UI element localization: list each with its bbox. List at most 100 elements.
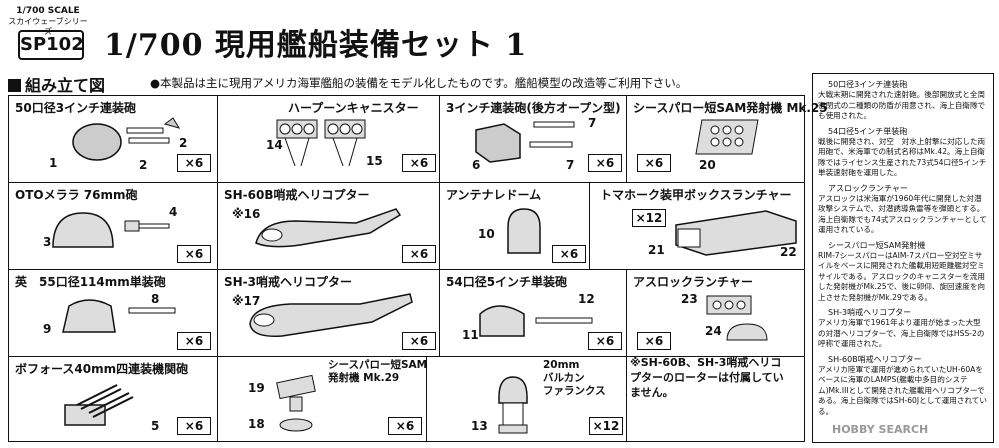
side-note-title: アスロックランチャー	[828, 183, 908, 193]
side-note-body: アメリカ海軍で1961年より運用が始まった大型の対潜ヘリコプターで、海上自衛隊で…	[818, 318, 985, 348]
side-note-body: アメリカ陸軍で運用が進められていたUH-60Aをベースに海軍のLAMPS(艦載中…	[818, 364, 987, 416]
part-number: 3	[43, 235, 52, 249]
assembly-grid: 50口径3インチ連装砲 1 2 2 ×6 ハープーンキャニスター 14 15 ×…	[8, 95, 828, 442]
sh3-helicopter-drawing	[249, 293, 413, 337]
side-note-title: 54口径5インチ単装砲	[828, 126, 908, 136]
cell-title: 英 55口径114mm単装砲	[15, 275, 166, 289]
side-note-body: 大戦末期に開発された速射砲。後部開放式と全周密閉式の二種類の防盾が用意され、海上…	[818, 90, 986, 120]
part-number: 21	[648, 243, 665, 257]
part-number: ※16	[232, 207, 261, 221]
cell-3inch-twin-gun: 50口径3インチ連装砲 1 2 2 ×6	[9, 96, 218, 183]
cell-radome: アンテナレドーム 10 ×6	[440, 183, 590, 270]
cell-asroc-launcher: アスロックランチャー 23 24 ×6	[627, 270, 804, 357]
cell-title: アスロックランチャー	[633, 275, 753, 289]
cell-phalanx-ciws: 20mm バルカン ファランクス 13 ×12	[427, 357, 627, 441]
5inch-gun-drawing	[479, 305, 593, 337]
bofors-drawing	[64, 384, 134, 426]
part-number: 15	[366, 154, 383, 168]
part-number: 2	[139, 158, 148, 172]
cell-3inch-open-gun: 3インチ連装砲(後方オープン型) 6 7 7 ×6	[440, 96, 627, 183]
cell-sea-sparrow-mk25: シースパロー短SAM発射機 Mk.25 ×6 20	[627, 96, 828, 183]
sh60b-helicopter-drawing	[255, 208, 402, 248]
cell-title: SH-60B哨戒ヘリコプター	[224, 188, 370, 202]
cell-114mm-gun: 英 55口径114mm単装砲 9 8 ×6	[9, 270, 218, 357]
cell-title: 50口径3インチ連装砲	[15, 101, 137, 115]
cell-title: OTOメララ 76mm砲	[15, 188, 138, 202]
cell-bofors-40mm: ボフォース40mm四連装機関砲 5 ×6	[9, 357, 218, 441]
quantity-badge: ×6	[177, 332, 211, 350]
part-number: 18	[248, 417, 265, 431]
part-number: 12	[578, 292, 595, 306]
part-number: 20	[699, 158, 716, 172]
asroc-drawing	[706, 295, 768, 341]
cell-title: 54口径5インチ単装砲	[446, 275, 568, 289]
phalanx-drawing	[498, 376, 528, 434]
side-note-title: SH-3哨戒ヘリコプター	[828, 308, 912, 317]
114mm-gun-drawing	[62, 299, 176, 333]
cell-sh3: SH-3哨戒ヘリコプター ※17 ×6	[218, 270, 440, 357]
twin-gun-drawing	[72, 117, 181, 161]
side-note-title: シースパロー短SAM発射機	[828, 240, 926, 250]
mk25-drawing	[695, 119, 759, 155]
cell-5inch-gun: 54口径5インチ単装砲 11 12 ×6	[440, 270, 627, 357]
cell-sh60b: SH-60B哨戒ヘリコプター ※16 ×6	[218, 183, 440, 270]
harpoon-drawing	[276, 119, 366, 167]
side-note-body: 戦後に開発され、対空 対水上射撃に対応した両用砲で、米海軍での制式名称はMk.4…	[818, 136, 987, 178]
side-note-body: RIM-7シースパローはAIM-7スパロー空対空ミサイルをベースに開発された艦載…	[818, 250, 986, 302]
radome-drawing	[507, 208, 541, 254]
watermark: HOBBY SEARCH	[832, 423, 929, 436]
part-number: ※17	[232, 294, 261, 308]
square-bullet-icon	[8, 79, 21, 92]
open-gun-drawing	[475, 121, 575, 163]
scale-badge: 1/700 SCALE スカイウェーブシリーズ SP102	[6, 6, 90, 62]
cell-title: ハープーンキャニスター	[288, 101, 419, 115]
part-number: 7	[566, 158, 575, 172]
part-number: 23	[681, 292, 698, 306]
cell-title: 3インチ連装砲(後方オープン型)	[446, 101, 621, 115]
side-note-title: 50口径3インチ連装砲	[828, 80, 908, 89]
cell-title: SH-3哨戒ヘリコプター	[224, 275, 353, 289]
part-number: 8	[151, 292, 160, 306]
part-number: 11	[462, 328, 479, 342]
cell-title: 20mm バルカン ファランクス	[543, 359, 606, 397]
cell-oto-melara: OTOメララ 76mm砲 3 4 ×6	[9, 183, 218, 270]
part-number: 9	[43, 322, 52, 336]
oto-melara-drawing	[52, 212, 170, 248]
quantity-badge: ×6	[177, 154, 211, 172]
side-notes-panel: 50口径3インチ連装砲 大戦末期に開発された速射砲。後部開放式と全周密閉式の二種…	[812, 73, 994, 443]
cell-title: シースパロー短SAM発射機 Mk.25	[633, 101, 828, 115]
part-number: 14	[266, 138, 283, 152]
quantity-badge: ×6	[402, 332, 436, 350]
scale-label: 1/700 SCALE	[16, 6, 80, 16]
product-code: SP102	[18, 30, 84, 60]
quantity-badge: ×6	[402, 245, 436, 263]
part-number: 4	[169, 205, 178, 219]
quantity-badge: ×6	[588, 154, 622, 172]
mk29-drawing	[276, 374, 316, 432]
page-title: 1/700 現用艦船装備セット 1	[104, 28, 528, 63]
assembly-heading-text: 組み立て図	[25, 76, 106, 95]
side-note-title: SH-60B哨戒ヘリコプター	[828, 354, 922, 364]
part-number: 2	[179, 136, 188, 150]
tomahawk-launcher-drawing	[675, 210, 797, 256]
rotor-footnote: ※SH-60B、SH-3哨戒ヘリコプターのローターは付属していません。	[630, 356, 784, 399]
part-number: 7	[588, 116, 597, 130]
quantity-badge: ×6	[402, 154, 436, 172]
side-note-body: アスロックは米海軍が1960年代に開発した対潜攻撃システムで、対潜誘導魚雷等を弾…	[818, 193, 987, 235]
cell-title: アンテナレドーム	[446, 188, 542, 202]
quantity-badge: ×6	[637, 332, 671, 350]
cell-tomahawk-abl: トマホーク装甲ボックスランチャー ×12 21 22	[590, 183, 804, 270]
part-number: 5	[151, 419, 160, 433]
quantity-badge: ×12	[589, 417, 623, 435]
quantity-badge: ×6	[177, 245, 211, 263]
assembly-heading: 組み立て図	[8, 72, 105, 96]
quantity-badge: ×6	[637, 154, 671, 172]
cell-sea-sparrow-mk29: シースパロー短SAM 発射機 Mk.29 19 18 ×6	[218, 357, 427, 441]
part-number: 1	[49, 156, 58, 170]
part-number: 6	[472, 158, 481, 172]
part-number: 24	[705, 324, 722, 338]
part-number: 13	[471, 419, 488, 433]
quantity-badge: ×12	[632, 209, 666, 227]
quantity-badge: ×6	[177, 417, 211, 435]
assembly-note: ●本製品は主に現用アメリカ海軍艦船の装備をモデル化したものです。艦船模型の改造等…	[150, 76, 688, 90]
